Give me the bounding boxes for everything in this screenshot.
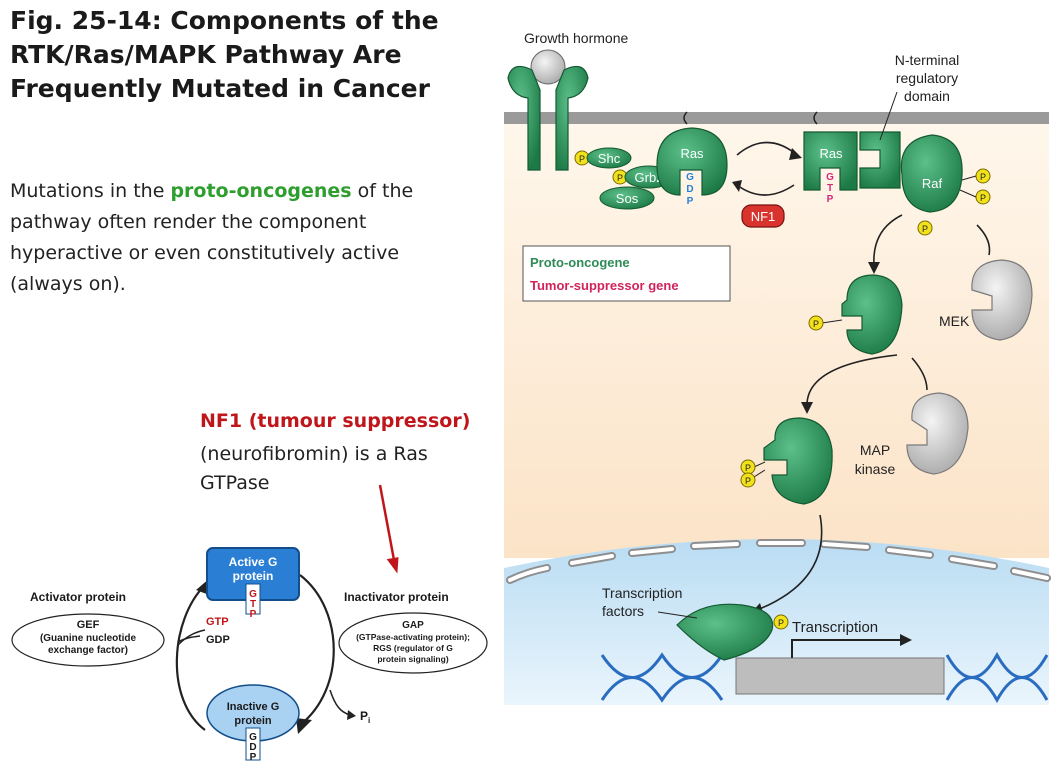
gene-box [735, 657, 945, 695]
ras-inactive [656, 127, 728, 196]
svg-text:Raf: Raf [922, 176, 943, 191]
growth-hormone-ligand [530, 49, 566, 85]
transcription-factor [676, 603, 774, 661]
svg-text:D: D [686, 184, 693, 195]
gdp-label: GDP [206, 634, 230, 646]
svg-text:P: P [813, 319, 819, 329]
svg-text:protein signaling): protein signaling) [377, 654, 448, 664]
svg-text:Ras: Ras [819, 146, 843, 161]
svg-text:G: G [249, 589, 257, 600]
svg-text:(GTPase-activating protein);: (GTPase-activating protein); [356, 632, 470, 642]
active-label-1: Active G [229, 555, 278, 569]
map-label-1: MAP [860, 442, 890, 458]
red-pointer-arrow [378, 484, 399, 574]
svg-text:G: G [686, 172, 694, 183]
title-line: Fig. 25-14: Components of the [10, 6, 439, 35]
svg-text:G: G [826, 172, 834, 183]
sos-label: Sos [616, 191, 639, 206]
svg-text:P: P [980, 193, 986, 203]
active-gtp-slot [245, 583, 261, 615]
activation-arc [175, 584, 206, 731]
title-line: Frequently Mutated in Cancer [10, 74, 430, 103]
inactivation-arrow [736, 184, 795, 196]
activator-heading: Activator protein [30, 590, 126, 604]
svg-text:P: P [980, 172, 986, 182]
gtp-label: GTP [206, 616, 229, 628]
growth-hormone-label: Growth hormone [524, 30, 628, 46]
svg-text:P: P [778, 618, 784, 628]
legend-box [522, 245, 731, 302]
svg-text:NF1: NF1 [751, 209, 776, 224]
svg-text:(Guanine nucleotide: (Guanine nucleotide [40, 633, 137, 644]
receptor-left [507, 65, 541, 171]
svg-text:P: P [579, 154, 585, 164]
cytoplasm-region [504, 118, 1049, 558]
pi-label: Pi [360, 709, 370, 725]
mapk-active [763, 417, 833, 505]
mek-label: MEK [939, 313, 970, 329]
mapk-pathway-diagram: Growth hormone P Shc P Grb2 Sos Ras G D … [504, 30, 1051, 705]
body-text-before: Mutations in the [10, 180, 171, 202]
svg-text:G: G [249, 732, 257, 743]
body-paragraph: Mutations in the proto-oncogenes of the … [10, 176, 460, 300]
svg-text:GAP: GAP [402, 620, 424, 631]
transcription-label: Transcription [792, 619, 878, 636]
svg-text:RGS (regulator of G: RGS (regulator of G [373, 643, 453, 653]
raf-regulatory-domain [859, 131, 901, 189]
nf1-protein [741, 204, 785, 228]
nterm-label-3: domain [904, 88, 950, 104]
svg-text:protein: protein [234, 715, 272, 727]
dna-helix [600, 651, 1049, 704]
gtpase-cycle-diagram: Active G protein G T P Inactive G protei… [11, 547, 488, 763]
plasma-membrane [504, 112, 1049, 124]
transcription-arrow [791, 639, 902, 658]
active-label-2: protein [233, 569, 274, 583]
tf-label-1: Transcription [602, 585, 682, 601]
map-label-2: kinase [855, 461, 896, 477]
svg-text:P: P [745, 476, 751, 486]
svg-text:P: P [250, 609, 257, 620]
svg-text:T: T [250, 599, 256, 610]
grb2-label: Grb2 [635, 170, 664, 185]
receptor-right [555, 65, 589, 171]
nf1-heading: NF1 (tumour suppressor) [200, 410, 471, 432]
svg-text:P: P [922, 224, 928, 234]
ras-active [803, 131, 858, 191]
mapk-inactive [906, 392, 969, 475]
title-line: RTK/Ras/MAPK Pathway Are [10, 40, 402, 69]
svg-text:D: D [249, 742, 256, 753]
raf-protein [900, 134, 963, 213]
slide-title: Fig. 25-14: Components of the RTK/Ras/MA… [10, 4, 470, 106]
svg-text:P: P [687, 196, 694, 207]
inactivation-arc [299, 574, 335, 726]
svg-text:T: T [827, 183, 833, 194]
mek-active [841, 274, 903, 355]
nterm-label-2: regulatory [896, 70, 958, 86]
shc-label: Shc [598, 151, 621, 166]
svg-text:Inactive G: Inactive G [227, 701, 280, 713]
svg-text:Ras: Ras [680, 146, 704, 161]
svg-text:P: P [250, 752, 257, 763]
gef-ellipse [11, 613, 165, 667]
svg-text:GEF: GEF [77, 619, 100, 631]
nf1-description: (neurofibromin) is a Ras GTPase [200, 443, 428, 494]
legend-proto-oncogene: Proto-oncogene [530, 255, 630, 270]
gap-ellipse [338, 612, 488, 674]
legend-tumor-suppressor: Tumor-suppressor gene [530, 278, 679, 293]
inactivator-heading: Inactivator protein [344, 590, 449, 604]
svg-text:P: P [617, 173, 623, 183]
svg-text:exchange factor): exchange factor) [48, 645, 128, 656]
nterm-label-1: N-terminal [895, 52, 960, 68]
svg-text:P: P [745, 463, 751, 473]
tf-label-2: factors [602, 603, 644, 619]
mek-inactive [971, 259, 1033, 341]
svg-text:P: P [827, 194, 834, 205]
body-highlight: proto-oncogenes [170, 180, 352, 202]
body-text-after: of the pathway often render the componen… [10, 180, 414, 295]
